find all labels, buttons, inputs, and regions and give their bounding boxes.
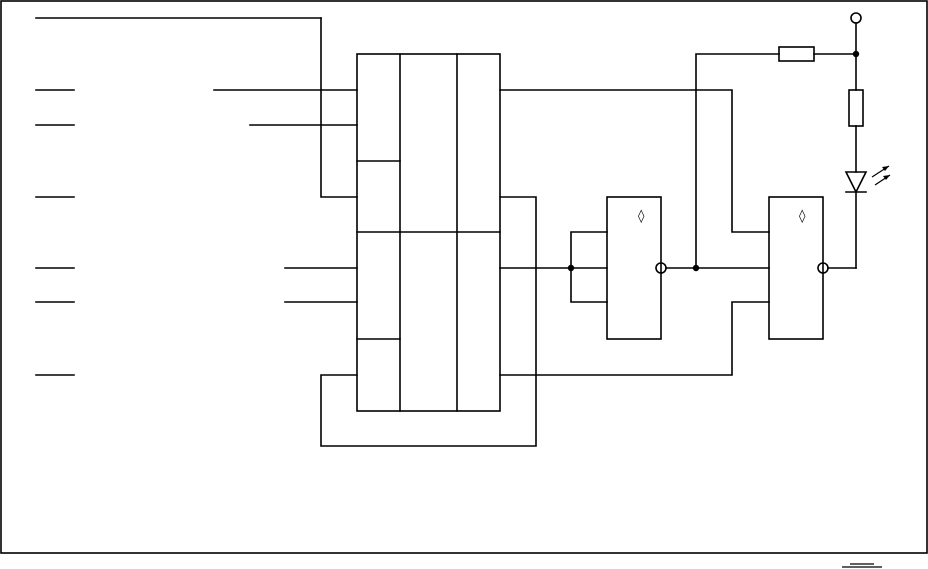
multiplexer-block — [356, 53, 501, 412]
gate-symbol-1: ◊ — [638, 209, 645, 224]
inverter-gate-1: ◊ — [606, 196, 667, 340]
inverter-gate-2: ◊ — [768, 196, 829, 340]
junction-dot — [567, 264, 575, 272]
inter-gate-wires — [665, 53, 780, 272]
junction-dot — [692, 264, 700, 272]
power-terminal — [850, 12, 862, 91]
led-icon — [827, 165, 891, 269]
block-input-wires — [213, 17, 537, 447]
block-output-wires — [499, 89, 770, 376]
input-lines — [35, 17, 322, 376]
resistor-vertical — [848, 89, 864, 173]
gate-symbol-2: ◊ — [799, 209, 806, 224]
resistor-horizontal — [778, 46, 857, 62]
